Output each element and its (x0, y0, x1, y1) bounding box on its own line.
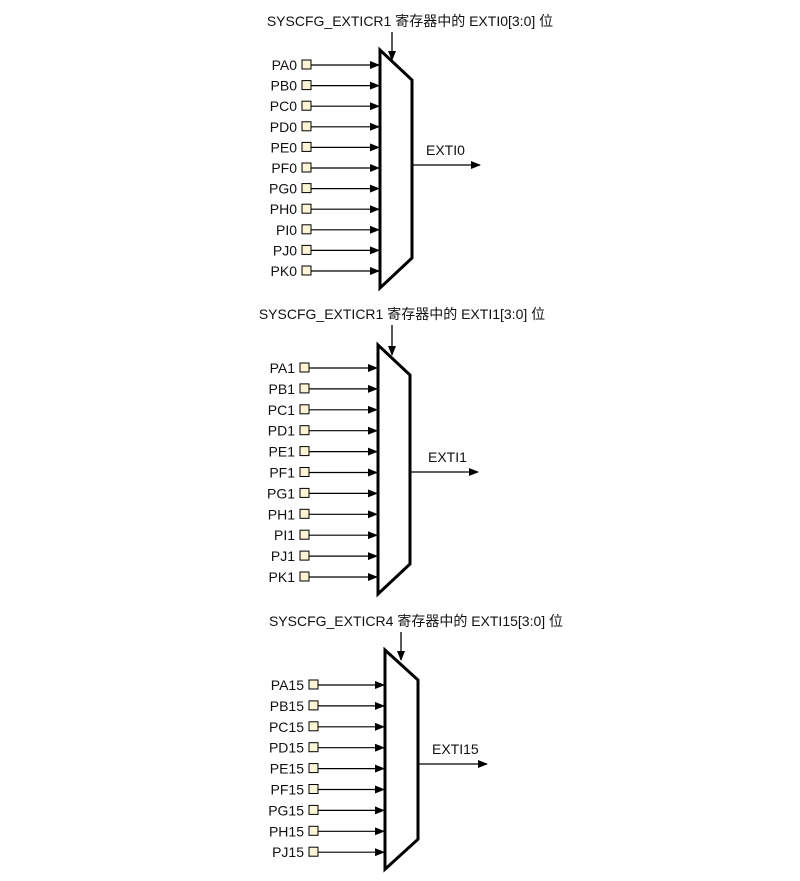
pin-box-icon (299, 446, 310, 457)
input-pin-label: PC1 (268, 402, 295, 418)
pin-box-icon (301, 244, 312, 255)
pin-box-icon (308, 700, 319, 711)
mux-block-exti1: SYSCFG_EXTICR1 寄存器中的 EXTI1[3:0] 位 PA1PB1P… (259, 306, 545, 598)
pin-box-icon (299, 571, 310, 582)
input-pin-label: PE15 (270, 761, 304, 777)
input-pin-label: PA15 (271, 677, 304, 693)
pin-box-icon (301, 121, 312, 132)
input-pin-label: PI0 (276, 222, 297, 238)
register-field-label: SYSCFG_EXTICR1 寄存器中的 EXTI0[3:0] 位 (267, 13, 553, 29)
input-pin-label: PB1 (269, 381, 296, 397)
input-pin-label: PC0 (270, 98, 297, 114)
pin-box-icon (301, 265, 312, 276)
input-pin-label: PH1 (268, 506, 295, 522)
pin-box-icon (308, 784, 319, 794)
pin-box-icon (308, 679, 319, 690)
input-pin-label: PK0 (271, 263, 298, 279)
input-pin-label: PI1 (274, 527, 295, 543)
pin-box-icon (308, 742, 319, 753)
mux-block-exti0: SYSCFG_EXTICR1 寄存器中的 EXTI0[3:0] 位 PA0PB0P… (267, 13, 553, 292)
input-pin-label: PE1 (269, 444, 296, 460)
pin-box-icon (299, 425, 310, 436)
pin-box-icon (301, 183, 312, 194)
input-pin-label: PF1 (269, 465, 295, 481)
input-pin-label: PJ1 (271, 548, 295, 564)
pin-box-icon (301, 162, 312, 173)
input-pin-label: PF0 (271, 160, 297, 176)
input-pin-label: PB0 (271, 78, 298, 94)
input-pin-label: PK1 (269, 569, 296, 585)
input-pin-label: PD0 (270, 119, 297, 135)
pin-box-icon (299, 362, 310, 373)
pin-box-icon (308, 825, 319, 836)
output-label: EXTI0 (426, 142, 465, 158)
pin-box-icon (301, 100, 312, 111)
pin-box-icon (308, 804, 319, 815)
register-field-label: SYSCFG_EXTICR1 寄存器中的 EXTI1[3:0] 位 (259, 306, 545, 322)
input-pin-label: PH15 (269, 823, 304, 839)
pin-box-icon (308, 846, 319, 857)
pin-box-icon (301, 80, 312, 91)
input-pin-label: PD15 (269, 740, 304, 756)
multiplexer-shape (378, 46, 414, 292)
input-pin-label: PG1 (267, 485, 295, 501)
pin-box-icon (299, 550, 310, 561)
input-pin-label: PA1 (270, 360, 296, 376)
pin-box-icon (308, 721, 319, 732)
pin-box-icon (299, 383, 310, 394)
input-pin-label: PF15 (271, 782, 305, 798)
output-label: EXTI1 (428, 449, 467, 465)
pin-box-icon (301, 141, 312, 152)
input-pin-label: PH0 (270, 201, 297, 217)
input-pin-label: PB15 (270, 698, 304, 714)
pin-box-icon (299, 404, 310, 415)
input-pin-label: PJ0 (273, 242, 297, 258)
pin-box-icon (301, 203, 312, 214)
input-pin-label: PE0 (271, 139, 298, 155)
pin-box-icon (299, 529, 310, 540)
mux-block-exti15: SYSCFG_EXTICR4 寄存器中的 EXTI15[3:0] 位 PA15PB… (268, 613, 563, 873)
pin-box-icon (299, 487, 310, 498)
pin-box-icon (301, 59, 312, 70)
multiplexer-shape (376, 341, 412, 598)
input-pin-label: PJ15 (272, 844, 304, 860)
input-pin-label: PG0 (269, 181, 297, 197)
register-field-label: SYSCFG_EXTICR4 寄存器中的 EXTI15[3:0] 位 (269, 613, 563, 629)
output-label: EXTI15 (432, 741, 479, 757)
multiplexer-shape (383, 646, 420, 873)
input-pin-label: PC15 (269, 719, 304, 735)
input-pin-label: PA0 (272, 57, 298, 73)
input-pin-label: PD1 (268, 423, 295, 439)
input-pin-label: PG15 (268, 802, 304, 818)
pin-box-icon (308, 763, 319, 774)
pin-box-icon (301, 224, 312, 235)
pin-box-icon (299, 508, 310, 519)
pin-box-icon (299, 467, 310, 477)
